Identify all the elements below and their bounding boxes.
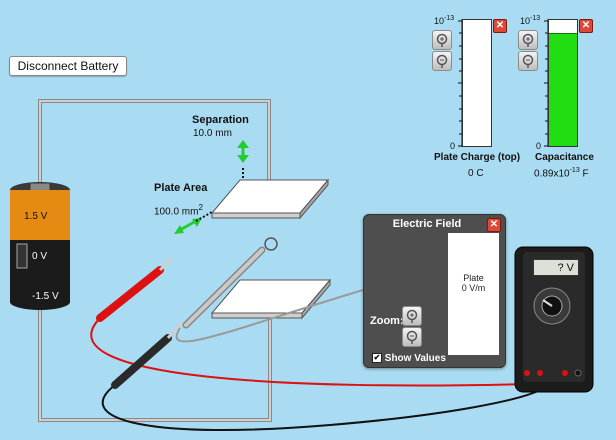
charge-scale-exp: -13 [444,15,455,22]
plate-area-label: Plate Area [154,182,208,194]
red-lead-wire [90,317,531,387]
electric-field-view: Plate 0 V/m [448,233,499,355]
close-electric-field-icon[interactable]: ✕ [487,218,501,232]
battery-bottom-voltage: -1.5 V [32,291,59,302]
plate-charge-meter [462,19,492,147]
electric-field-title: Electric Field [392,218,462,230]
charge-zoom-out-button[interactable] [432,51,452,71]
capacitance-value: 0.89x10-13 F [534,167,589,179]
plate-charge-value: 0 C [468,168,484,179]
separation-arrow-icon [237,140,249,163]
capacitance-fill [549,32,577,146]
close-capacitance-meter-icon[interactable]: ✕ [579,19,593,33]
plate-area-value: 100.0 mm2 [154,203,203,217]
zoom-in-icon [406,309,418,323]
disconnect-battery-button[interactable]: Disconnect Battery [9,56,127,76]
battery-mid-voltage: 0 V [32,251,48,262]
zoom-label: Zoom: [370,315,404,327]
black-lead-wire [101,384,541,432]
separation-label: Separation [192,114,249,126]
capacitance-unit: F [579,168,589,180]
plate-area-number: 100.0 mm [154,206,199,218]
capacitance-zero-label: 0 [536,141,542,151]
capacitance-mantissa: 0.89x10 [534,168,570,180]
zoom-in-icon [522,33,534,47]
efield-probe-lead [175,289,364,343]
efield-probe-icon [182,237,278,329]
battery-icon [10,182,70,310]
capacitance-zoom-out-button[interactable] [518,51,538,71]
capacitance-zoom-in-button[interactable] [518,30,538,50]
charge-zero-label: 0 [450,141,456,151]
charge-scale-base: 10 [434,16,445,26]
plate-text: Plate [463,273,484,283]
plate-charge-label: Plate Charge (top) [434,152,521,163]
capacitance-scale-label: 10-13 [520,15,540,26]
capacitance-exponent: -13 [569,167,580,174]
plate-area-arrow-icon [174,218,202,234]
separation-value: 10.0 mm [193,128,232,139]
electric-field-panel[interactable]: Electric Field ✕ Plate 0 V/m Zoom: ✔ Sho… [363,214,506,368]
checkbox-icon[interactable]: ✔ [372,353,382,364]
electric-field-plate-readout: Plate 0 V/m [448,273,499,293]
voltmeter-body [514,246,594,393]
capacitance-label: Capacitance [535,152,594,163]
zoom-out-icon [436,54,448,68]
battery-top-voltage: 1.5 V [24,211,48,222]
efield-zoom-out-button[interactable] [402,327,422,347]
charge-zoom-in-button[interactable] [432,30,452,50]
plate-field-value: 0 V/m [461,283,486,293]
show-values-checkbox[interactable]: ✔ Show Values [372,353,446,364]
efield-zoom-in-button[interactable] [402,306,422,326]
red-probe-icon [96,256,174,322]
charge-scale-label: 10-13 [434,15,454,26]
top-plate [210,178,330,220]
black-probe-icon [111,321,184,389]
capacitance-scale-base: 10 [520,16,531,26]
voltmeter-display: ? V [533,259,579,276]
close-charge-meter-icon[interactable]: ✕ [493,19,507,33]
plate-area-exponent: 2 [198,203,203,212]
capacitance-meter [548,19,578,147]
zoom-out-icon [522,54,534,68]
zoom-in-icon [436,33,448,47]
zoom-out-icon [406,330,418,344]
show-values-label: Show Values [384,353,446,364]
capacitance-scale-exp: -13 [530,15,541,22]
